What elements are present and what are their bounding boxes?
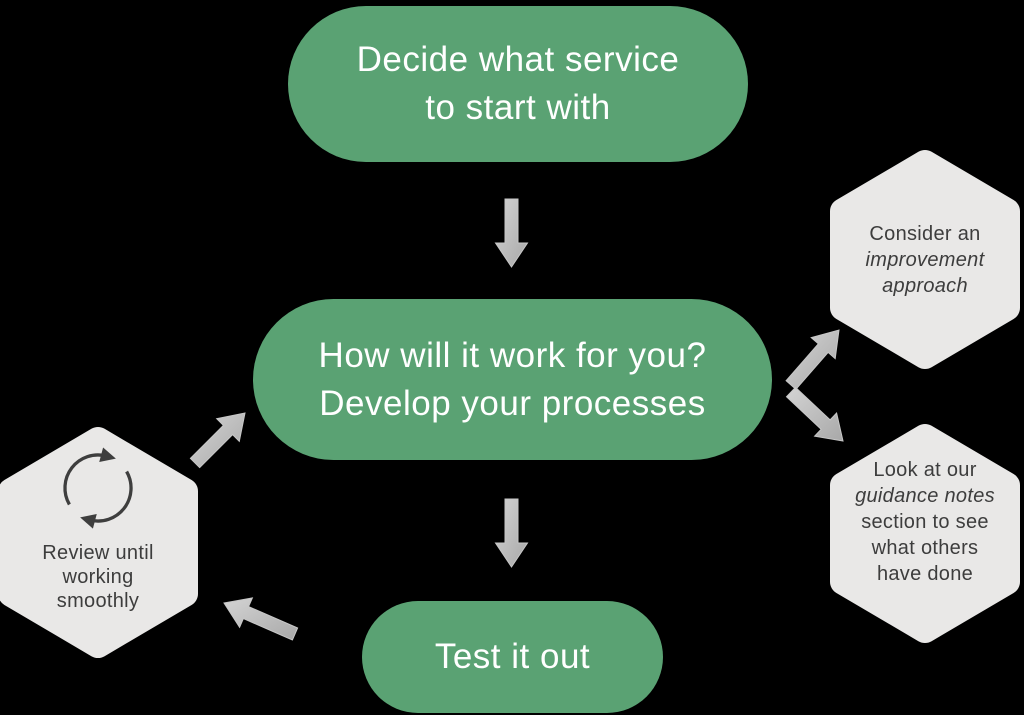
node-consider-improvement-approach: Consider an improvement approach <box>830 150 1020 369</box>
hexagon-shape <box>830 150 1020 369</box>
arrow-up-right-icon <box>189 412 246 469</box>
node-guidance-line5: have done <box>876 562 974 585</box>
node-review-line2: working <box>62 566 134 588</box>
node-consider-line3: approach <box>882 274 968 297</box>
node-develop-line2: Develop your processes <box>319 383 706 423</box>
node-review-line1: Review until <box>42 542 154 564</box>
node-guidance-line4: what others <box>871 536 979 559</box>
node-guidance-line1: Look at our <box>873 458 977 481</box>
node-develop-line1: How will it work for you? <box>318 335 707 375</box>
node-consider-line1: Consider an <box>869 222 981 245</box>
node-test-it-out: Test it out <box>362 601 663 713</box>
node-review-line3: smoothly <box>56 590 140 612</box>
arrow-up-left-icon <box>223 597 299 641</box>
node-decide-service: Decide what service to start with <box>288 6 748 162</box>
arrow-down-icon <box>494 498 529 568</box>
node-consider-line2: improvement <box>865 248 985 271</box>
arrow-down-icon <box>494 198 529 268</box>
hexagon-shape <box>830 424 1020 643</box>
node-decide-line2: to start with <box>425 88 611 127</box>
cycle-arrows-icon <box>63 447 133 529</box>
node-decide-line1: Decide what service <box>356 40 680 79</box>
node-review-until-smooth: Review until working smoothly <box>0 427 198 658</box>
node-guidance-line3: section to see <box>861 510 989 533</box>
node-test-label: Test it out <box>434 637 591 676</box>
node-develop-processes: How will it work for you? Develop your p… <box>253 299 772 460</box>
node-guidance-notes: Look at our guidance notes section to se… <box>830 424 1020 643</box>
node-guidance-line2: guidance notes <box>855 484 995 507</box>
hexagon-shape <box>0 427 198 658</box>
